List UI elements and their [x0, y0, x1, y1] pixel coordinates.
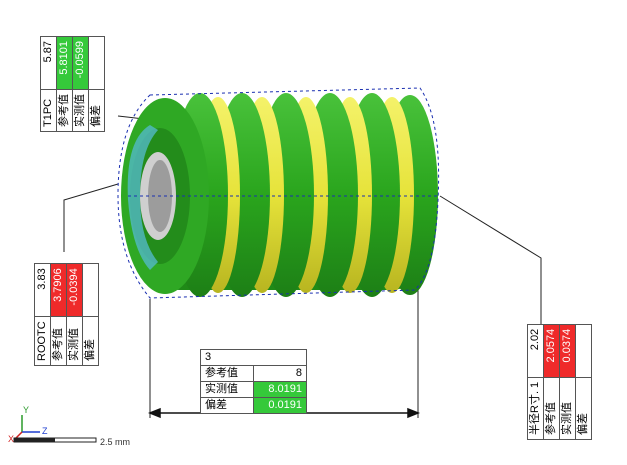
rootc-act-value: 3.7906: [50, 263, 67, 317]
length-title: 3: [200, 349, 307, 366]
length-act-label: 实测值: [200, 381, 254, 398]
t1pc-dev-value: -0.0599: [72, 36, 89, 90]
t1pc-dev-label: 偏差: [88, 89, 105, 132]
length-dev-label: 偏差: [200, 397, 254, 414]
length-ref-label: 参考值: [200, 365, 254, 382]
t1pc-measurement-table: T1PC 5.87 参考值 5.8101 实测值 -0.0599 偏差: [40, 36, 105, 132]
leader-lines: [63, 115, 542, 418]
t1pc-act-value: 5.8101: [56, 36, 73, 90]
bounding-outline: [117, 87, 440, 299]
t1pc-title: T1PC: [40, 89, 57, 132]
radius-title: 半径R寸. 1: [527, 377, 544, 440]
radius-dev-label: 偏差: [575, 377, 592, 440]
rootc-dev-label: 偏差: [82, 316, 99, 366]
radius-ref-value: 2.02: [527, 324, 544, 378]
t1pc-act-label-2: 实测值: [72, 89, 89, 132]
rootc-dev-value: -0.0394: [66, 263, 83, 317]
length-measurement-table: 3 参考值 8 实测值 8.0191 偏差 0.0191: [200, 349, 307, 414]
axis-x-label: X: [8, 434, 15, 444]
radius-ref-label: 参考值: [543, 377, 560, 440]
radius-measurement-table: 半径R寸. 1 2.02 参考值 2.0574 实测值 0.0374 偏差: [527, 323, 592, 440]
length-dev-value: 0.0191: [253, 397, 307, 414]
axis-y-label: Y: [23, 405, 30, 415]
radius-dev-value: 0.0374: [559, 324, 576, 378]
worm-shaft-model: [121, 93, 438, 297]
rootc-act-label: 实测值: [66, 316, 83, 366]
length-ref-value: 8: [253, 365, 307, 382]
length-act-value: 8.0191: [253, 381, 307, 398]
radius-act-label: 实测值: [559, 377, 576, 440]
t1pc-act-label: 参考值: [56, 89, 73, 132]
radius-act-value: 2.0574: [543, 324, 560, 378]
rootc-ref-value: 3.83: [34, 263, 51, 317]
axis-z-label: Z: [42, 426, 48, 436]
rootc-title: ROOTC: [34, 316, 51, 366]
scale-bar: [13, 437, 97, 443]
rootc-ref-label: 参考值: [50, 316, 67, 366]
scale-bar-label: 2.5 mm: [100, 437, 131, 447]
rootc-measurement-table: ROOTC 3.83 参考值 3.7906 实测值 -0.0394 偏差: [34, 263, 99, 366]
axis-triad: [15, 415, 40, 439]
t1pc-ref-value: 5.87: [40, 36, 57, 90]
